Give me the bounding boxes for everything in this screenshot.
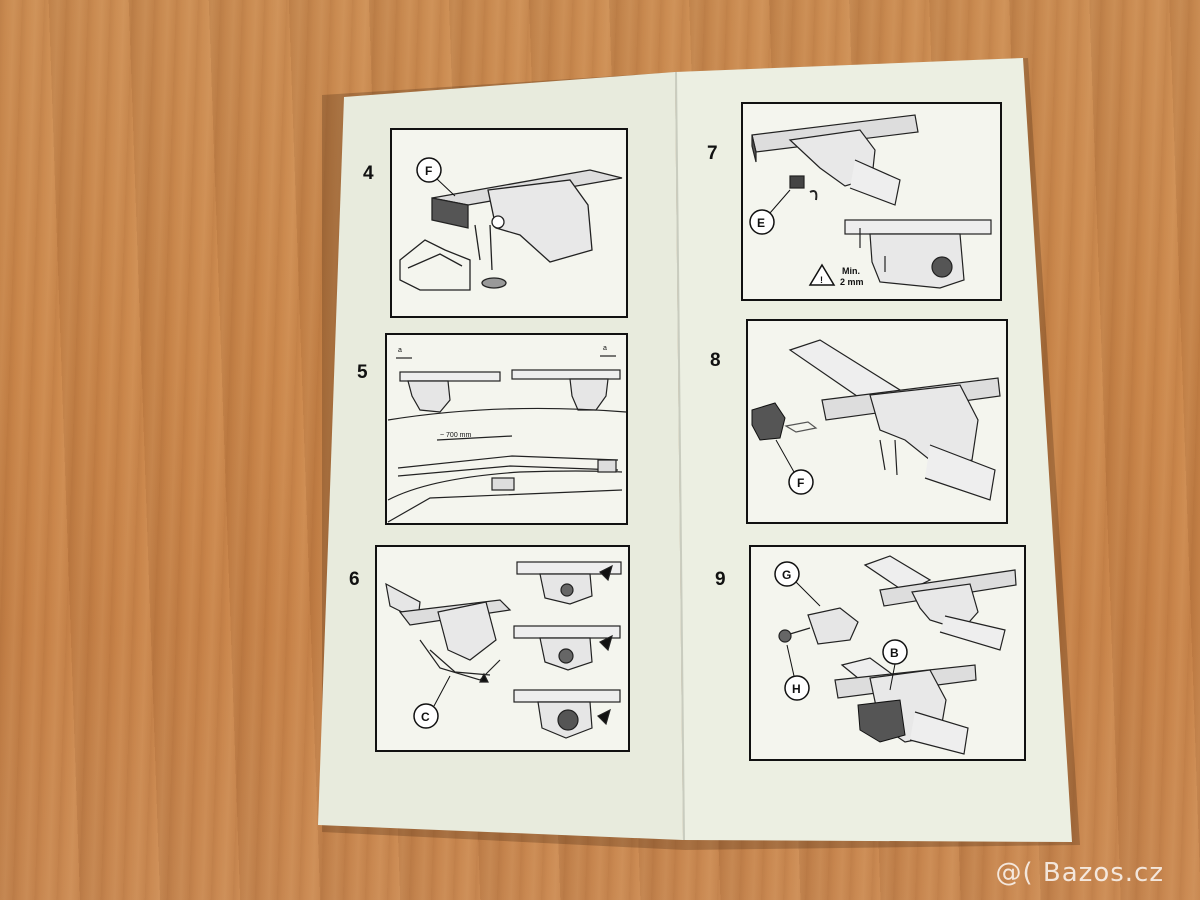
step-8-callout-label: F <box>797 476 804 490</box>
step-4-drawing <box>399 169 623 291</box>
step-9-callout-h: H <box>784 644 810 701</box>
step-5-drawing <box>387 355 627 523</box>
step-7-panel: 7 ! Min. 2 mm E <box>707 102 1002 301</box>
step-7-warning-mm: 2 mm <box>840 277 864 287</box>
step-5-number: 5 <box>357 362 368 383</box>
step-9-end-cap <box>857 699 906 743</box>
step-8-panel: 8 F <box>710 319 1008 524</box>
step-9-callout-b: B <box>882 639 908 691</box>
step-9-callout-g: G <box>774 561 821 607</box>
step-4-panel: 4 F <box>363 128 628 318</box>
step-6-callout: C <box>413 675 451 729</box>
step-4-callout: F <box>416 157 456 197</box>
step-6-panel: 6 C <box>349 545 630 752</box>
step-8-number: 8 <box>710 350 721 371</box>
step-7-warning: ! Min. 2 mm <box>808 263 864 287</box>
step-9-number: 9 <box>715 569 726 590</box>
step-6-callout-label: C <box>421 710 430 724</box>
step-9-panel: 9 G H B <box>715 545 1026 761</box>
step-8-end-cap <box>751 402 786 441</box>
step-6-number: 6 <box>349 569 360 590</box>
step-7-top-drawing <box>751 114 919 206</box>
step-9-callout-b-label: B <box>890 646 899 660</box>
step-5-panel: 5 a a ~ 700 mm <box>357 333 628 525</box>
step-9-top-drawing <box>778 555 1017 651</box>
step-7-warning-min: Min. <box>842 266 860 276</box>
step-5-dim-a-right: a <box>603 345 607 352</box>
step-5-dim-a-left: a <box>398 347 402 354</box>
step-5-distance: ~ 700 mm <box>440 432 471 439</box>
step-7-callout: E <box>749 189 791 235</box>
step-9-callout-g-label: G <box>782 568 791 582</box>
bazos-watermark: @( Bazos.cz <box>995 858 1164 888</box>
step-5-frame <box>385 333 628 525</box>
warning-triangle-icon <box>808 263 836 286</box>
step-7-bottom-drawing <box>844 219 992 289</box>
step-6-detail-2 <box>513 625 621 671</box>
step-7-number: 7 <box>707 143 718 164</box>
step-9-callout-h-label: H <box>792 682 801 696</box>
step-7-callout-label: E <box>757 216 765 230</box>
step-4-callout-label: F <box>425 164 432 178</box>
step-4-number: 4 <box>363 163 374 184</box>
page-fold <box>675 71 685 841</box>
step-6-main-drawing <box>385 582 512 683</box>
warning-mark: ! <box>820 275 823 285</box>
step-6-detail-3 <box>513 689 621 739</box>
step-6-detail-1 <box>516 561 622 605</box>
step-8-drawing <box>784 339 1001 501</box>
step-8-callout: F <box>775 439 814 495</box>
